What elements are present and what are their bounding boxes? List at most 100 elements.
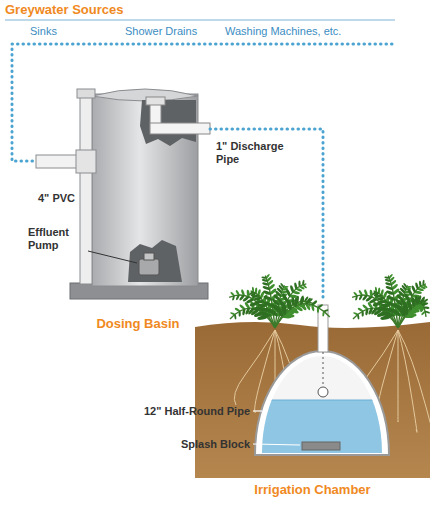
float-cord [323,352,324,386]
leaflet [305,303,311,311]
frond-stem [398,304,426,328]
leaflet [323,309,329,313]
leaflet [385,285,393,290]
leaflet [249,291,255,296]
node-heading: Irrigation Chamber [195,482,430,497]
leaflet [411,298,416,308]
water-line [262,400,382,401]
leaflet [411,285,417,293]
leaflet [424,310,430,314]
frond-stem [275,301,313,328]
fern [229,273,330,328]
leaflet [415,282,419,289]
part-label: Effluent Pump [28,226,86,252]
pipe-cap [77,89,95,98]
part-label: 4" PVC [38,192,75,205]
root [398,330,399,422]
leaflet [368,307,374,315]
leaflet [239,311,241,317]
irrigation-chamber: Irrigation Chamber [195,300,430,505]
leaflet [262,285,270,290]
pump-top [144,253,154,260]
root [398,330,430,444]
source-label: Sinks [30,25,57,38]
leaflet [421,302,428,306]
leaflet [285,288,291,297]
leaflet [372,291,378,296]
water [255,400,395,455]
leaflet [386,290,395,296]
source-flow-line [12,44,392,161]
source-label: Shower Drains [125,25,197,38]
inlet-riser [318,305,328,352]
frond-stem [398,284,426,328]
leader-line [253,444,300,445]
part-label: Splash Block [181,438,250,451]
leaflet [245,307,251,315]
leaflet [317,304,324,309]
flow-connector [210,129,323,300]
plants [229,273,430,328]
leaflet [362,294,368,301]
leaflet [235,294,240,301]
discharge-pipe [150,123,210,134]
leaflet [263,295,273,301]
vent-pipe [80,96,92,284]
leaflet [294,298,298,307]
diagram-title: Greywater Sources [5,2,124,17]
inlet-fitting [76,150,96,173]
root [378,330,398,413]
leaflet [256,300,265,304]
node-heading: Dosing Basin [66,316,210,331]
soil [195,322,430,478]
lower-cutaway [128,240,182,282]
leaflet [261,276,267,279]
part-label: 1" Discharge Pipe [216,140,290,166]
source-label: Washing Machines, etc. [225,25,341,38]
root [398,330,417,432]
leaflet [262,282,269,286]
frond-stem [229,295,275,328]
splash-block [302,442,340,450]
leaflet [263,290,272,296]
leaflet [386,295,396,301]
frond-stem [352,295,398,328]
leaflet [239,294,245,301]
dosing-basin: Dosing Basin [66,84,210,332]
leaflet [302,280,305,286]
leaflet [422,280,425,286]
tank-lid [92,89,198,101]
leaflet [234,314,237,320]
fern [352,273,430,328]
leaflet [294,282,298,289]
leaflet [406,300,412,310]
title-rule [5,20,395,21]
part-label: 12" Half-Round Pipe [144,405,250,418]
leaflet [262,279,269,283]
leaflet [242,308,246,315]
leaflet [362,311,364,317]
leaflet [358,294,363,301]
leaflet [287,300,292,310]
leaflet [423,306,429,309]
leaflet [355,295,358,301]
leaflet [365,308,369,315]
inlet-pipe [36,155,82,168]
pipe-fitting [146,97,165,105]
leaflet [379,300,388,304]
leaflet [385,282,392,286]
leaflet [280,304,287,315]
effluent-pump [139,259,159,275]
leaflet [305,297,312,305]
leaflet [298,281,300,287]
leaflet [232,295,235,301]
leaflet [357,314,360,320]
float-ball [318,387,328,397]
leaflet [419,281,422,287]
leaflet [299,296,305,305]
leaflet [385,279,392,283]
leaflet [403,282,408,288]
